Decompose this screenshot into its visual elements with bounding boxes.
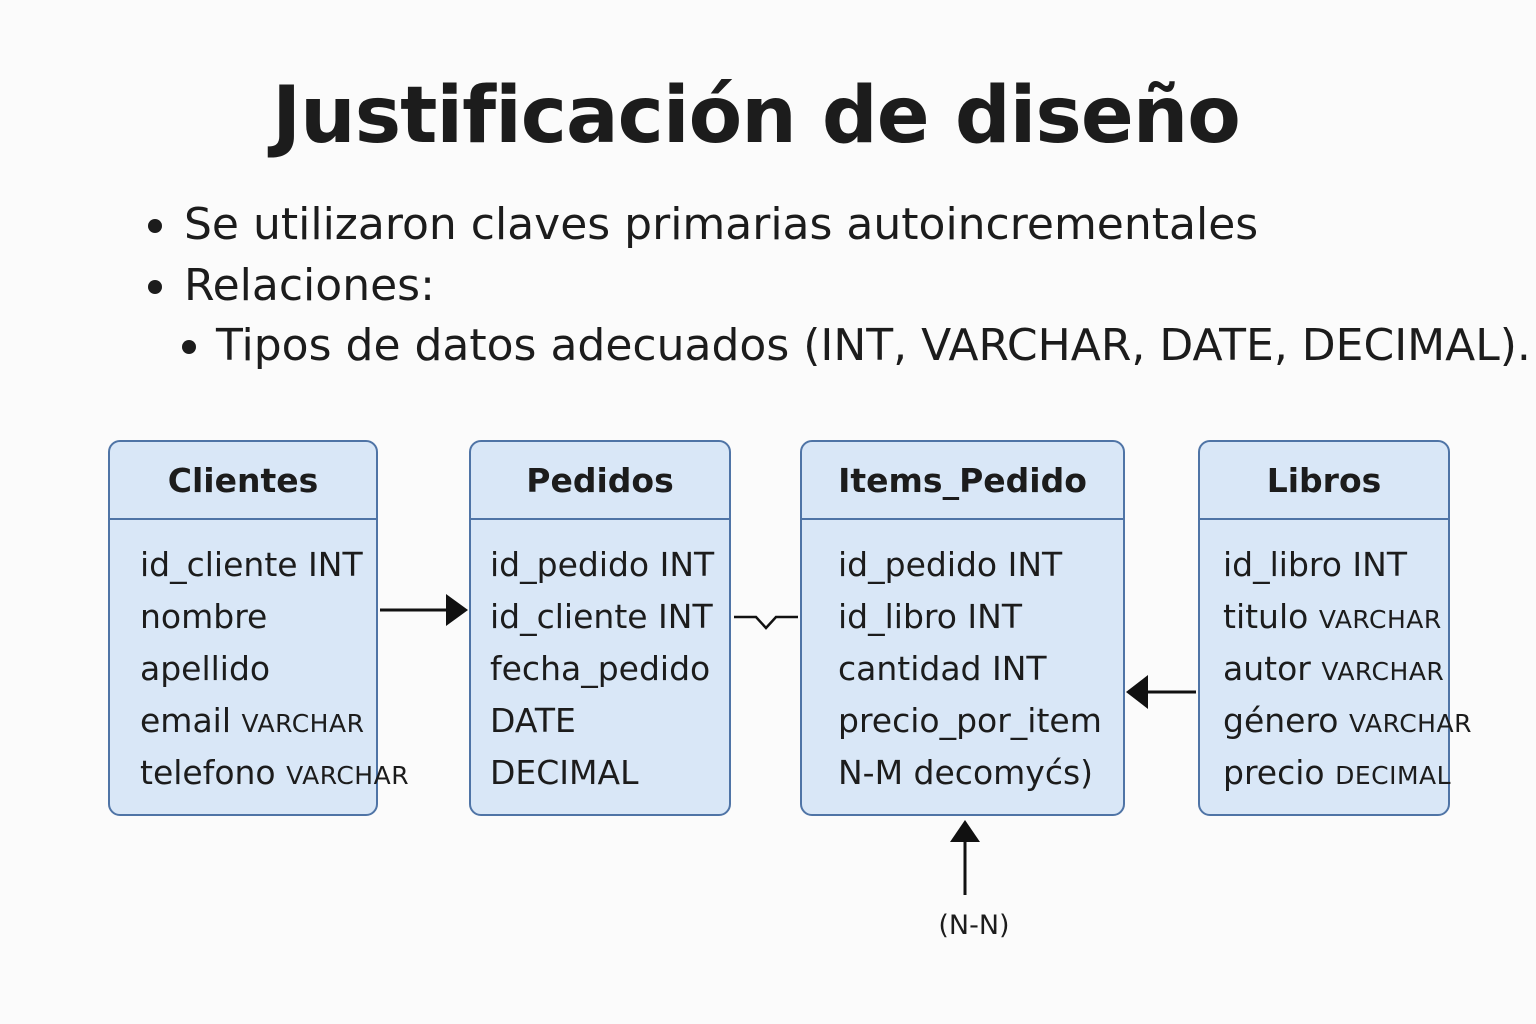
relation-label: (N-N) bbox=[938, 910, 1010, 941]
bullet-dot bbox=[148, 219, 162, 233]
field: id_cliente INT bbox=[490, 597, 713, 636]
sub-bullet-item: Tipos de datos adecuados (INT, VARCHAR, … bbox=[216, 320, 1531, 371]
page-title: Justificación de diseño bbox=[272, 71, 1241, 161]
entity-name: Pedidos bbox=[471, 442, 729, 520]
field: id_pedido INT bbox=[490, 545, 715, 584]
field: id_cliente INT bbox=[140, 545, 363, 584]
bullet-item: Relaciones: bbox=[184, 260, 435, 311]
field: telefono VARCHAR bbox=[140, 753, 410, 792]
entity-clientes: Clientes bbox=[108, 440, 378, 816]
field: N-M decomyćs) bbox=[838, 753, 1094, 792]
entity-name: Libros bbox=[1200, 442, 1448, 520]
arrowhead-left-icon bbox=[1126, 675, 1148, 709]
bullet-list: Se utilizaron claves primarias autoincre… bbox=[0, 0, 1536, 380]
arrowhead-right-icon bbox=[446, 594, 468, 626]
bullet-dot bbox=[148, 280, 162, 294]
field: nombre bbox=[140, 597, 268, 636]
field: id_pedido INT bbox=[838, 545, 1063, 584]
entity-items-pedido: Items_Pedido bbox=[800, 440, 1125, 816]
field: DECIMAL bbox=[490, 753, 639, 792]
field: id_libro INT bbox=[1223, 545, 1407, 584]
field: apellido bbox=[140, 649, 271, 688]
field: email VARCHAR bbox=[140, 701, 365, 740]
connector-clientes-pedidos bbox=[380, 594, 468, 626]
arrowhead-up-icon bbox=[950, 820, 980, 842]
field: género VARCHAR bbox=[1223, 701, 1472, 740]
sub-bullet-dot bbox=[182, 340, 196, 354]
entity-libros: Libros bbox=[1198, 440, 1450, 816]
connector-pedidos-items bbox=[734, 615, 798, 630]
field: precio DECIMAL bbox=[1223, 753, 1452, 792]
field: cantidad INT bbox=[838, 649, 1047, 688]
connector-nn-items bbox=[950, 820, 980, 895]
field: titulo VARCHAR bbox=[1223, 597, 1442, 636]
field: DATE bbox=[490, 701, 576, 740]
field: autor VARCHAR bbox=[1223, 649, 1445, 688]
connector-libros-items bbox=[1126, 675, 1196, 709]
field: id_libro INT bbox=[838, 597, 1022, 636]
entity-pedidos: Pedidos bbox=[469, 440, 731, 816]
entity-name: Items_Pedido bbox=[802, 442, 1123, 520]
bullet-item: Se utilizaron claves primarias autoincre… bbox=[184, 199, 1259, 250]
field: fecha_pedido bbox=[490, 649, 711, 688]
entity-name: Clientes bbox=[110, 442, 376, 520]
field: precio_por_item bbox=[838, 701, 1102, 740]
